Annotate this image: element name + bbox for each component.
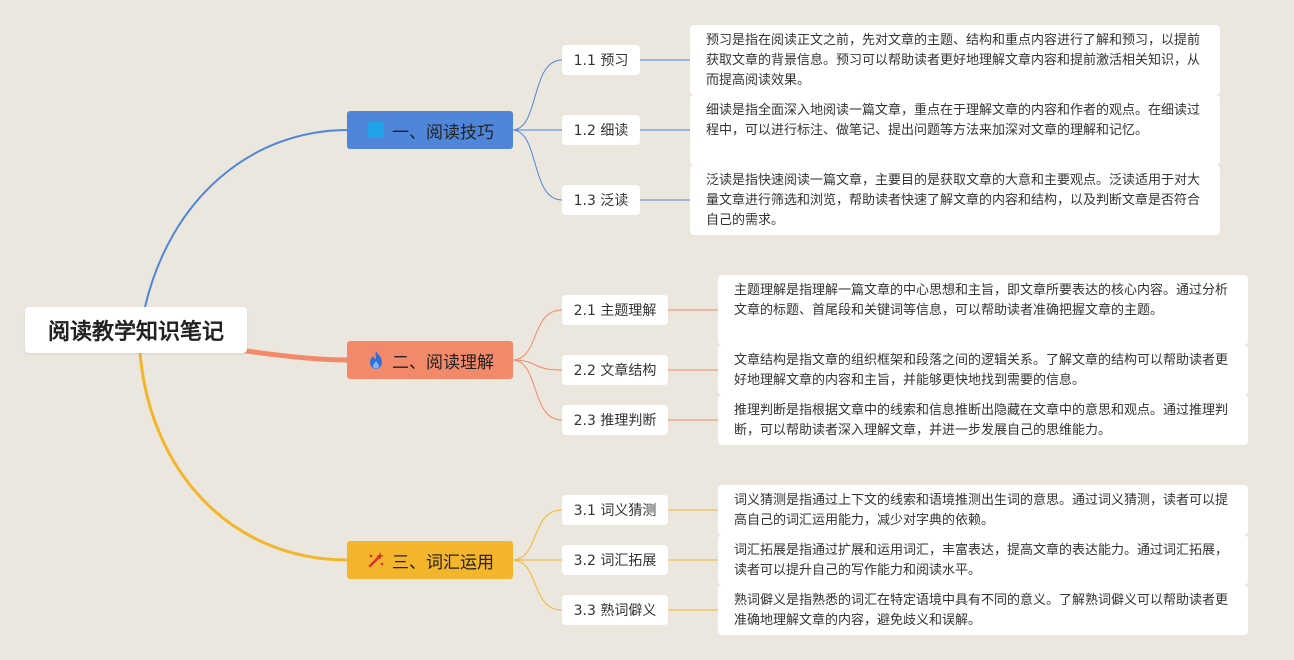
root-topic[interactable]: 阅读教学知识笔记	[25, 307, 247, 353]
note-text: 推理判断是指根据文章中的线索和信息推断出隐藏在文章中的意思和观点。通过推理判断，…	[734, 403, 1229, 438]
note-text: 主题理解是指理解一篇文章的中心思想和主旨，即文章所要表达的核心内容。通过分析文章…	[734, 283, 1229, 318]
branch-vocabulary-usage[interactable]: 三、词汇运用	[347, 541, 513, 579]
branch-reading-comprehension[interactable]: 二、阅读理解	[347, 341, 513, 379]
subtopic-label: 2.3 推理判断	[573, 413, 657, 429]
subtopic-3-2[interactable]: 3.2 词汇拓展	[562, 545, 668, 575]
subtopic-label: 3.1 词义猜测	[573, 503, 657, 519]
note-3-2[interactable]: 词汇拓展是指通过扩展和运用词汇，丰富表达，提高文章的表达能力。通过词汇拓展，读者…	[718, 535, 1248, 585]
note-text: 词汇拓展是指通过扩展和运用词汇，丰富表达，提高文章的表达能力。通过词汇拓展，读者…	[734, 543, 1229, 578]
connector-root-branch3	[138, 352, 349, 562]
connector-2-2	[511, 359, 563, 371]
subtopic-2-3[interactable]: 2.3 推理判断	[562, 405, 668, 435]
note-text: 泛读是指快速阅读一篇文章，主要目的是获取文章的大意和主要观点。泛读适用于对大量文…	[706, 173, 1201, 228]
note-2-1[interactable]: 主题理解是指理解一篇文章的中心思想和主旨，即文章所要表达的核心内容。通过分析文章…	[718, 275, 1248, 345]
note-1-3[interactable]: 泛读是指快速阅读一篇文章，主要目的是获取文章的大意和主要观点。泛读适用于对大量文…	[690, 165, 1220, 235]
subtopic-2-2[interactable]: 2.2 文章结构	[562, 355, 668, 385]
connector-2-3	[511, 359, 563, 421]
blue-square-icon	[366, 120, 386, 140]
note-text: 词义猜测是指通过上下文的线索和语境推测出生词的意思。通过词义猜测，读者可以提高自…	[734, 493, 1229, 528]
flame-icon	[366, 350, 386, 370]
subtopic-1-3[interactable]: 1.3 泛读	[562, 185, 640, 215]
note-text: 熟词僻义是指熟悉的词汇在特定语境中具有不同的意义。了解熟词僻义可以帮助读者更准确…	[734, 593, 1229, 628]
note-text: 预习是指在阅读正文之前，先对文章的主题、结构和重点内容进行了解和预习，以提前获取…	[706, 33, 1201, 88]
sparkle-wand-icon	[366, 550, 386, 570]
root-title: 阅读教学知识笔记	[47, 320, 224, 345]
connector-3-1	[511, 509, 563, 561]
note-1-2[interactable]: 细读是指全面深入地阅读一篇文章，重点在于理解文章的内容和作者的观点。在细读过程中…	[690, 95, 1220, 165]
connector-root-branch2	[239, 347, 349, 363]
subtopic-1-1[interactable]: 1.1 预习	[562, 45, 640, 75]
note-2-3[interactable]: 推理判断是指根据文章中的线索和信息推断出隐藏在文章中的意思和观点。通过推理判断，…	[718, 395, 1248, 445]
note-3-1[interactable]: 词义猜测是指通过上下文的线索和语境推测出生词的意思。通过词义猜测，读者可以提高自…	[718, 485, 1248, 535]
connector-1-3	[511, 129, 563, 201]
subtopic-label: 3.3 熟词僻义	[573, 603, 657, 619]
connector-root-branch1	[144, 129, 349, 308]
branch-label: 二、阅读理解	[392, 352, 494, 373]
connector-2-1	[511, 309, 563, 361]
subtopic-3-3[interactable]: 3.3 熟词僻义	[562, 595, 668, 625]
subtopic-label: 1.2 细读	[573, 123, 629, 139]
subtopic-label: 2.1 主题理解	[573, 303, 657, 319]
subtopic-label: 1.3 泛读	[573, 193, 629, 209]
note-3-3[interactable]: 熟词僻义是指熟悉的词汇在特定语境中具有不同的意义。了解熟词僻义可以帮助读者更准确…	[718, 585, 1248, 635]
subtopic-3-1[interactable]: 3.1 词义猜测	[562, 495, 668, 525]
branch-reading-skills[interactable]: 一、阅读技巧	[347, 111, 513, 149]
subtopic-1-2[interactable]: 1.2 细读	[562, 115, 640, 145]
subtopic-label: 2.2 文章结构	[573, 363, 657, 379]
connector-3-3	[511, 559, 563, 611]
note-text: 细读是指全面深入地阅读一篇文章，重点在于理解文章的内容和作者的观点。在细读过程中…	[706, 103, 1201, 138]
branch-label: 一、阅读技巧	[392, 122, 494, 143]
note-2-2[interactable]: 文章结构是指文章的组织框架和段落之间的逻辑关系。了解文章的结构可以帮助读者更好地…	[718, 345, 1248, 395]
note-text: 文章结构是指文章的组织框架和段落之间的逻辑关系。了解文章的结构可以帮助读者更好地…	[734, 353, 1229, 388]
branch-label: 三、词汇运用	[392, 552, 494, 573]
subtopic-label: 3.2 词汇拓展	[573, 553, 657, 569]
note-1-1[interactable]: 预习是指在阅读正文之前，先对文章的主题、结构和重点内容进行了解和预习，以提前获取…	[690, 25, 1220, 95]
connector-1-1	[511, 59, 563, 131]
subtopic-2-1[interactable]: 2.1 主题理解	[562, 295, 668, 325]
subtopic-label: 1.1 预习	[573, 53, 629, 69]
